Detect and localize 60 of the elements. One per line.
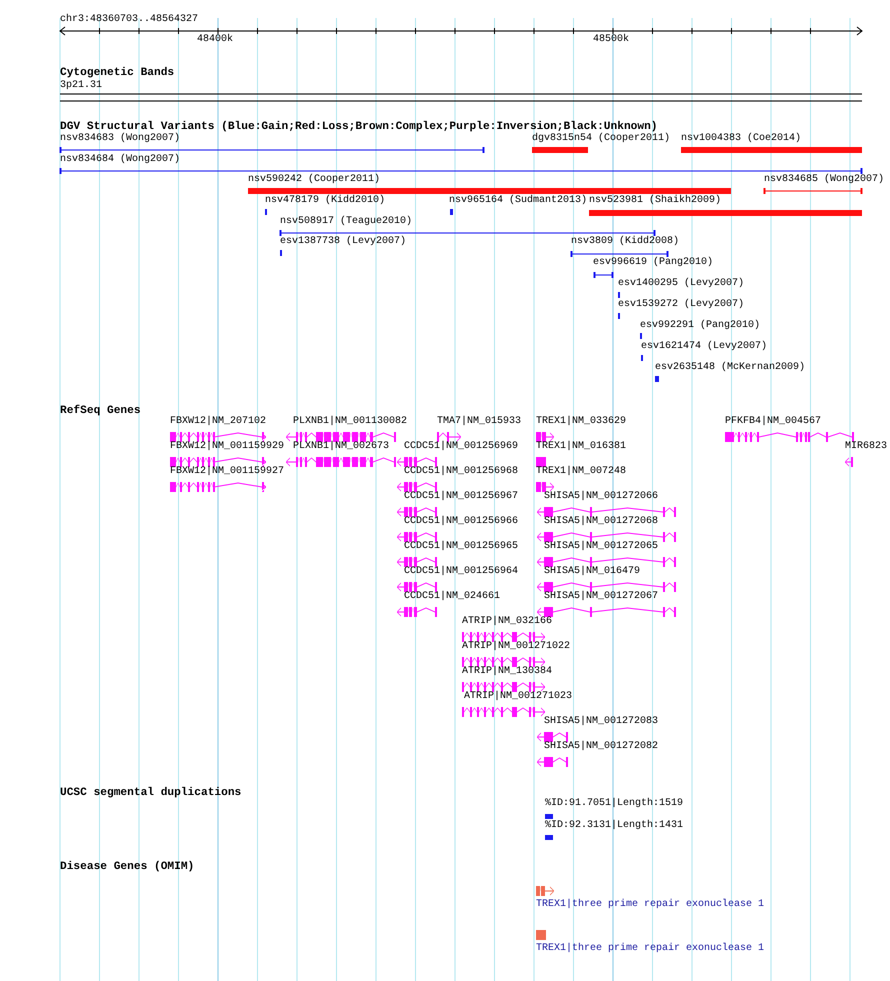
feature-label: nsv523981 (Shaikh2009): [589, 195, 722, 207]
track-title: RefSeq Genes: [60, 405, 141, 417]
disease-gene-label: TREX1|three prime repair exonuclease 1: [536, 899, 764, 911]
feature-label: esv1387738 (Levy2007): [280, 236, 406, 248]
feature-label: nsv590242 (Cooper2011): [248, 174, 380, 186]
scale-position-label: chr3:48360703..48564327: [60, 14, 198, 26]
track-title: UCSC segmental duplications: [60, 787, 242, 799]
feature-label: nsv834683 (Wong2007): [60, 133, 180, 145]
feature-label: SHISA5|NM_001272066: [544, 491, 658, 503]
feature-label: CCDC51|NM_001256967: [404, 491, 518, 503]
feature-label: CCDC51|NM_001256968: [404, 466, 518, 478]
feature-label: PLXNB1|NM_002673: [293, 441, 390, 453]
feature-label: nsv834685 (Wong2007): [764, 174, 884, 186]
feature-label: TREX1|NM_007248: [536, 466, 626, 478]
feature-label: MIR6823: [845, 441, 888, 453]
feature-label: TREX1|NM_033629: [536, 416, 626, 428]
feature-label: esv2635148 (McKernan2009): [655, 362, 806, 374]
scale-position-label: 48400k: [197, 34, 234, 46]
feature-label: esv1621474 (Levy2007): [641, 341, 768, 353]
scale-position-label: 48500k: [593, 34, 630, 46]
feature-label: CCDC51|NM_001256964: [404, 566, 518, 578]
feature-label: nsv1004383 (Coe2014): [681, 133, 802, 145]
feature-label: CCDC51|NM_024661: [404, 591, 500, 603]
feature-label: SHISA5|NM_001272083: [544, 716, 658, 728]
feature-label: %ID:92.3131|Length:1431: [545, 820, 684, 832]
feature-label: %ID:91.7051|Length:1519: [545, 798, 684, 810]
feature-label: ATRIP|NM_001271023: [464, 691, 572, 703]
feature-label: nsv3809 (Kidd2008): [571, 236, 680, 248]
feature-label: FBXW12|NM_001159929: [170, 441, 284, 453]
feature-label: CCDC51|NM_001256969: [404, 441, 518, 453]
feature-label: SHISA5|NM_001272068: [544, 516, 658, 528]
feature-label: nsv965164 (Sudmant2013): [449, 195, 588, 207]
feature-label: nsv834684 (Wong2007): [60, 154, 180, 166]
feature-label: esv996619 (Pang2010): [593, 257, 714, 269]
feature-label: ATRIP|NM_130384: [462, 666, 552, 678]
feature-label: PFKFB4|NM_004567: [725, 416, 822, 428]
feature-label: CCDC51|NM_001256965: [404, 541, 518, 553]
feature-label: nsv508917 (Teague2010): [280, 216, 412, 228]
feature-label: esv1539272 (Levy2007): [618, 299, 744, 311]
disease-gene-label: TREX1|three prime repair exonuclease 1: [536, 943, 764, 955]
feature-label: ATRIP|NM_001271022: [462, 641, 570, 653]
feature-label: TMA7|NM_015933: [437, 416, 522, 428]
track-title: Cytogenetic Bands: [60, 67, 174, 79]
feature-label: SHISA5|NM_001272082: [544, 741, 658, 753]
feature-label: CCDC51|NM_001256966: [404, 516, 518, 528]
feature-label: dgv8315n54 (Cooper2011): [532, 133, 670, 145]
feature-label: nsv478179 (Kidd2010): [265, 195, 386, 207]
feature-label: FBXW12|NM_207102: [170, 416, 266, 428]
feature-label: SHISA5|NM_001272065: [544, 541, 658, 553]
feature-label: FBXW12|NM_001159927: [170, 466, 284, 478]
track-title: Disease Genes (OMIM): [60, 861, 194, 873]
feature-label: ATRIP|NM_032166: [462, 616, 552, 628]
feature-label: esv992291 (Pang2010): [640, 320, 760, 332]
feature-label: TREX1|NM_016381: [536, 441, 626, 453]
feature-label: SHISA5|NM_001272067: [544, 591, 658, 603]
feature-label: 3p21.31: [60, 80, 102, 92]
feature-label: SHISA5|NM_016479: [544, 566, 640, 578]
feature-label: esv1400295 (Levy2007): [618, 278, 744, 290]
track-title: DGV Structural Variants (Blue:Gain;Red:Loss;Brown:Complex;Purple:Inversion;Black:Unknown): [60, 121, 658, 133]
feature-label: PLXNB1|NM_001130082: [293, 416, 408, 428]
